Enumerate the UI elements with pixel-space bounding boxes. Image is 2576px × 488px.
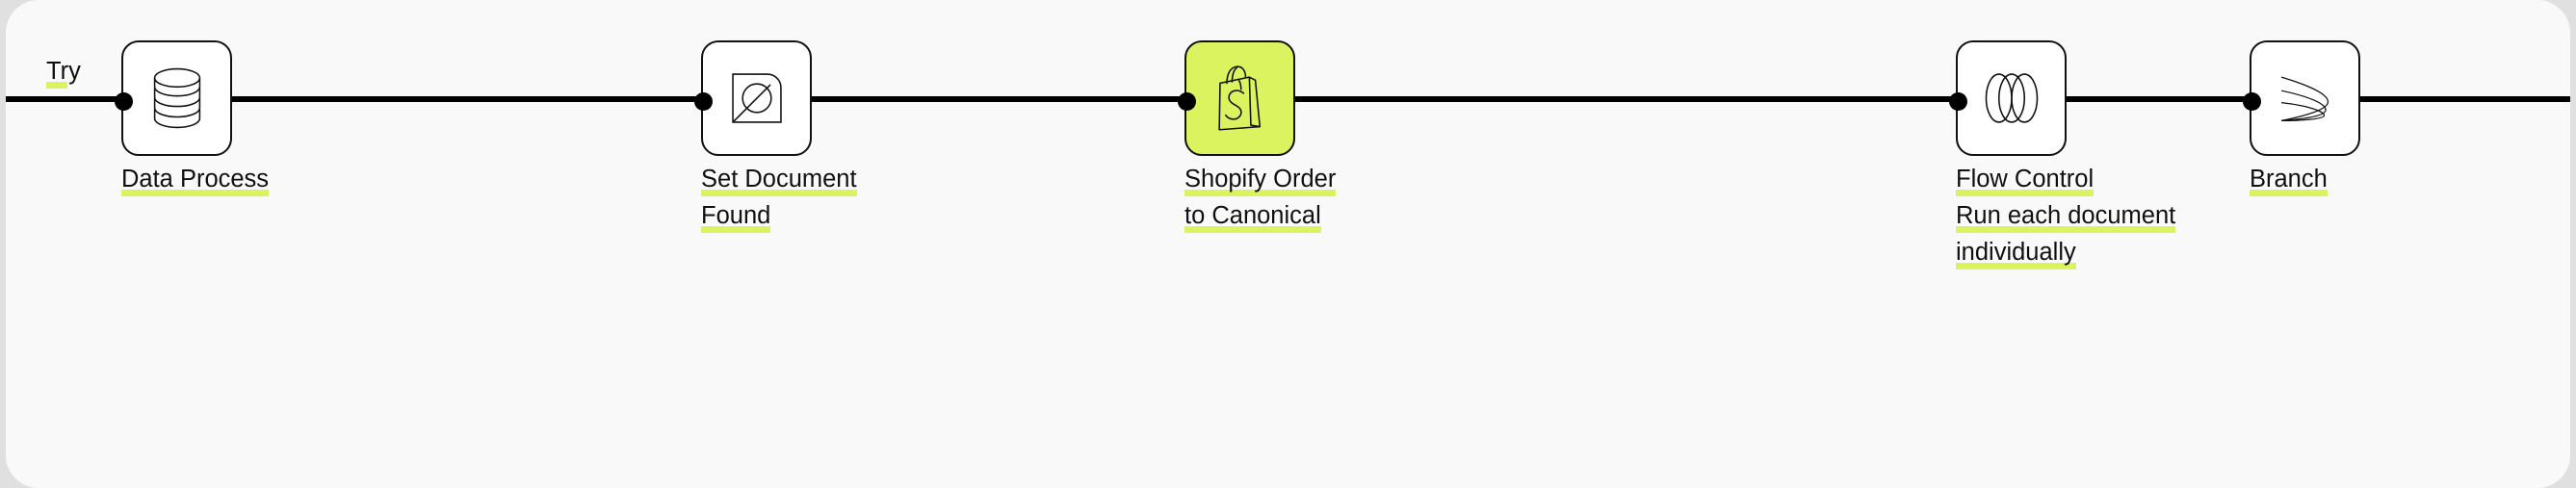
node-connector-dot <box>1949 92 1967 111</box>
workflow-node-flow-control[interactable]: Flow Control Run each document individua… <box>1477 0 2176 488</box>
node-box[interactable] <box>115 40 232 156</box>
node-label-group: Branch <box>2250 164 2570 200</box>
node-label-line: individually <box>1956 237 2076 273</box>
shopify-bag-icon <box>1217 65 1261 131</box>
node-label-line: Branch <box>2250 164 2328 200</box>
node-label-line: Run each document <box>1956 200 2176 237</box>
workflow-node-set-document-found[interactable]: Set Document Found <box>694 0 932 488</box>
node-label-group: Shopify Order to Canonical <box>1184 164 1599 237</box>
node-label-line: to Canonical <box>1184 200 1321 237</box>
node-connector-dot <box>2243 92 2261 111</box>
node-box[interactable] <box>1178 40 1295 156</box>
node-connector-dot <box>694 92 713 111</box>
node-connector-dot <box>115 92 133 111</box>
set-document-icon <box>731 73 782 123</box>
try-label: Try <box>46 56 81 92</box>
node-connector-dot <box>1178 92 1196 111</box>
workflow-canvas: Try Data Process <box>6 0 2570 488</box>
node-box[interactable] <box>694 40 812 156</box>
node-label-line: Flow Control <box>1956 164 2095 200</box>
branch-curves-icon <box>2280 76 2329 122</box>
overlapping-ellipses-icon <box>1985 73 2038 123</box>
workflow-node-data-process[interactable]: Data Process <box>115 0 352 488</box>
node-label-line: Found <box>701 200 771 237</box>
workflow-node-branch[interactable]: Branch <box>2243 0 2481 488</box>
node-box[interactable] <box>2243 40 2360 156</box>
node-label-line: Data Process <box>121 164 270 200</box>
node-label-line: Set Document <box>701 164 857 200</box>
node-label-group: Data Process <box>121 164 535 200</box>
database-stack-icon <box>153 67 200 129</box>
workflow-node-shopify-order-to-canonical[interactable]: Shopify Order to Canonical <box>1178 0 1416 488</box>
node-label-line: Shopify Order <box>1184 164 1337 200</box>
node-label-group: Set Document Found <box>701 164 1115 237</box>
node-box[interactable] <box>1949 40 2067 156</box>
node-label-group: Flow Control Run each document individua… <box>1956 164 2370 273</box>
